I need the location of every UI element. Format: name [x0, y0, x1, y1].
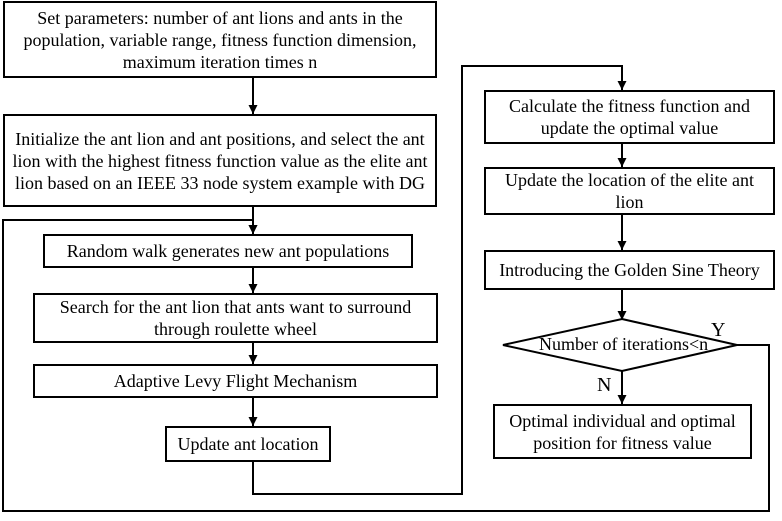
- random-walk-text: Random walk generates new ant population…: [66, 241, 390, 261]
- connector-loop-back: [2, 219, 770, 512]
- random-walk-box: Random walk generates new ant population…: [43, 234, 413, 268]
- levy-flight-box: Adaptive Levy Flight Mechanism: [33, 364, 438, 398]
- connector-updateant-to-calcfitness: [252, 65, 627, 495]
- no-branch-label: N: [597, 374, 612, 396]
- initialize-text: Initialize the ant lion and ant position…: [12, 128, 428, 193]
- output-text: Optimal individual and optimal position …: [509, 410, 736, 453]
- decision-diamond: [502, 317, 738, 373]
- update-elite-text: Update the location of the elite ant lio…: [505, 170, 754, 212]
- output-box: Optimal individual and optimal position …: [493, 404, 752, 459]
- yes-branch-label: Y: [711, 319, 726, 341]
- calc-fitness-text: Calculate the fitness function and updat…: [509, 96, 750, 138]
- roulette-search-text: Search for the ant lion that ants want t…: [59, 297, 412, 339]
- set-parameters-box: Set parameters: number of ant lions and …: [3, 1, 437, 78]
- initialize-box: Initialize the ant lion and ant position…: [3, 114, 437, 207]
- update-elite-box: Update the location of the elite ant lio…: [484, 167, 775, 215]
- update-ant-box: Update ant location: [165, 426, 331, 462]
- roulette-search-box: Search for the ant lion that ants want t…: [33, 293, 438, 343]
- decision-text: Number of iterations<n: [539, 334, 709, 354]
- levy-flight-text: Adaptive Levy Flight Mechanism: [113, 371, 358, 391]
- golden-sine-text: Introducing the Golden Sine Theory: [499, 260, 760, 280]
- set-parameters-text: Set parameters: number of ant lions and …: [23, 7, 417, 72]
- golden-sine-box: Introducing the Golden Sine Theory: [484, 250, 775, 290]
- calc-fitness-box: Calculate the fitness function and updat…: [484, 90, 775, 144]
- update-ant-text: Update ant location: [177, 434, 319, 454]
